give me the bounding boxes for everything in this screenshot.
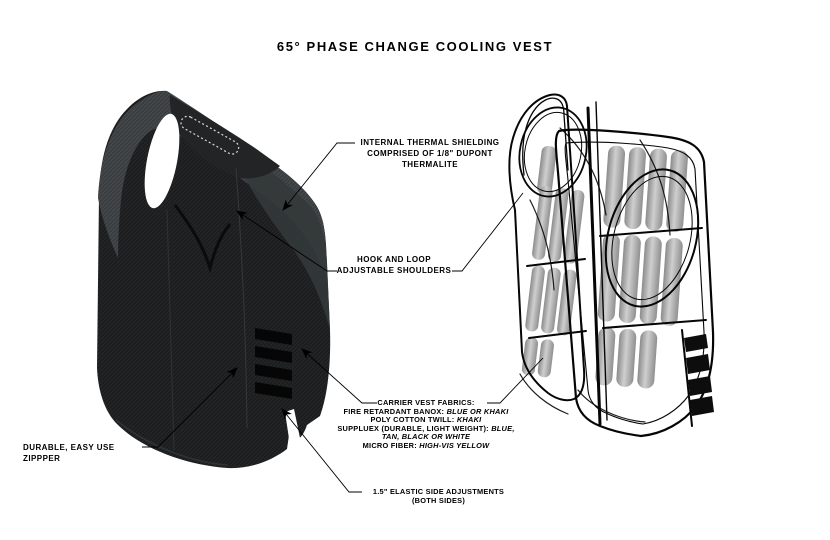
zipper-seam (235, 167, 248, 429)
label-line: (BOTH SIDES) (411, 495, 466, 505)
label-hook-loop-shoulders: HOOK AND LOOP ADJUSTABLE SHOULDERS (328, 254, 460, 276)
fabric-name: SUPPLUEX (DURABLE, LIGHT WEIGHT): (337, 423, 492, 433)
ladder-rail (681, 329, 693, 427)
neck-opening (144, 113, 180, 209)
label-elastic-side-adjustments: 1.5" ELASTIC SIDE ADJUSTMENTS (BOTH SIDE… (356, 487, 521, 505)
fabric-row: SUPPLUEX (DURABLE, LIGHT WEIGHT): BLUE, (330, 423, 522, 434)
leader-shoulders-right (452, 192, 524, 272)
wireframe-vest-illustration (508, 93, 715, 438)
label-carrier-vest-fabrics: CARRIER VEST FABRICS: FIRE RETARDANT BAN… (330, 398, 522, 451)
label-line: COMPRISED OF 1/8" DUPONT (367, 149, 493, 158)
leader-fabrics-left (301, 348, 377, 404)
leader-elastic (281, 408, 362, 493)
label-line: ADJUSTABLE SHOULDERS (336, 266, 452, 275)
leader-fabrics-right (487, 357, 544, 404)
vest-right-shoulder (240, 150, 330, 330)
leader-lines (142, 142, 544, 493)
diagram-title: 65° PHASE CHANGE COOLING VEST (276, 39, 554, 54)
panel-seam (166, 209, 175, 451)
vest-top-inset (169, 95, 280, 179)
fabric-value: TAN, BLACK OR WHITE (381, 432, 471, 442)
back-panel-outline (554, 128, 715, 438)
armhole-right-inner (611, 175, 693, 301)
center-gap-line2 (595, 101, 608, 421)
fabric-row: TAN, BLACK OR WHITE (330, 433, 522, 442)
label-line: THERMALITE (401, 160, 459, 169)
fabric-name: MICRO FIBER: (362, 440, 420, 450)
fabric-value: HIGH-VIS YELLOW (419, 440, 490, 450)
label-line: 1.5" ELASTIC SIDE ADJUSTMENTS (372, 487, 505, 496)
label-line: DURABLE, EASY USE ZIPPPER (23, 443, 115, 463)
label-line: HOOK AND LOOP (357, 255, 431, 264)
back-panel-inner-line (564, 141, 705, 425)
front-panel-outline (508, 93, 586, 402)
leader-thermal-shielding (282, 142, 355, 211)
bottom-rim-highlight (115, 419, 229, 466)
armhole-left-inner (523, 111, 583, 193)
cooling-packs-left (521, 146, 585, 378)
armhole-right (604, 168, 700, 308)
bottom-slit (285, 409, 300, 452)
center-gap-line (586, 106, 602, 426)
fabric-row: MICRO FIBER: HIGH-VIS YELLOW (330, 440, 522, 451)
label-line: INTERNAL THERMAL SHIELDING (360, 138, 500, 147)
side-strap-ladder (684, 334, 714, 416)
fabric-value: KHAKI (456, 415, 482, 425)
fabric-row: POLY COTTON TWILL: KHAKI (330, 415, 522, 425)
label-internal-thermal-shielding: INTERNAL THERMAL SHIELDING COMPRISED OF … (350, 137, 510, 170)
solid-vest-illustration (97, 90, 331, 469)
fabric-value: BLUE, (491, 423, 515, 433)
fabric-name: FIRE RETARDANT BANOX: (343, 406, 447, 416)
fabric-value: BLUE OR KHAKI (446, 406, 509, 416)
fabric-row: FIRE RETARDANT BANOX: BLUE OR KHAKI (330, 406, 522, 417)
shoulder-strap-inner-line (522, 97, 569, 176)
leader-zipper (142, 367, 238, 448)
label-heading: CARRIER VEST FABRICS: (377, 398, 475, 407)
leader-shoulders-left (236, 210, 337, 272)
side-adjustment-slats (255, 328, 292, 399)
v-neck-seam (173, 204, 232, 274)
channel-dividers (526, 227, 707, 339)
label-zipper: DURABLE, EASY USE ZIPPPER (23, 442, 143, 464)
fabric-name: POLY COTTON TWILL: (370, 415, 457, 425)
